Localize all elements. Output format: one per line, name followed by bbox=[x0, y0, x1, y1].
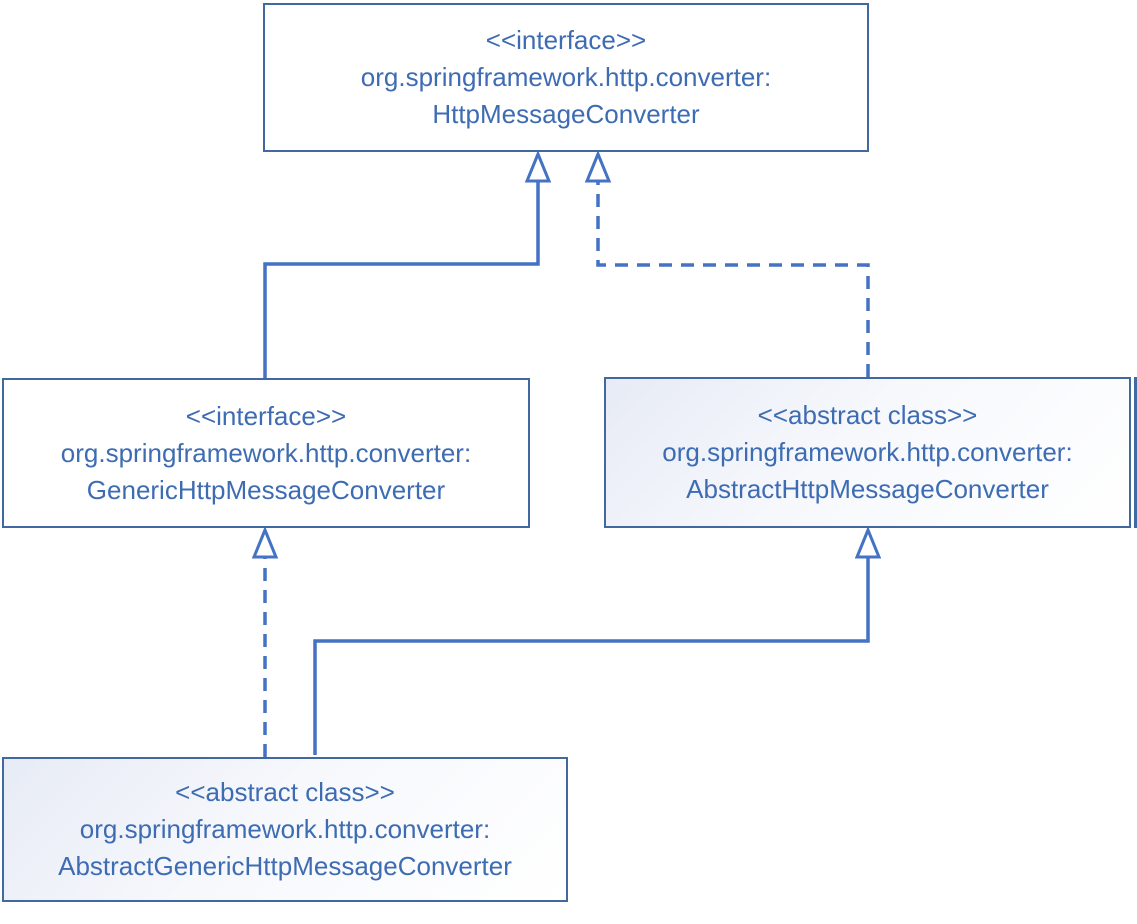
hollow-triangle-arrowhead-icon bbox=[524, 150, 552, 183]
uml-node-abstract-http-message-converter: <<abstract class>> org.springframework.h… bbox=[604, 377, 1131, 528]
hollow-triangle-arrowhead-icon bbox=[251, 526, 279, 559]
node-class-name: AbstractHttpMessageConverter bbox=[686, 474, 1049, 504]
node-class-name: HttpMessageConverter bbox=[432, 99, 700, 129]
hollow-triangle-arrowhead-icon bbox=[584, 150, 612, 183]
uml-node-abstract-generic-http-message-converter: <<abstract class>> org.springframework.h… bbox=[2, 757, 568, 902]
node-stereotype: <<abstract class>> bbox=[175, 777, 395, 807]
uml-node-generic-http-message-converter: <<interface>> org.springframework.http.c… bbox=[2, 378, 530, 528]
node-package: org.springframework.http.converter: bbox=[662, 437, 1073, 467]
edge-abstract-implements-httpmessageconverter bbox=[596, 181, 870, 377]
hollow-triangle-arrowhead-icon bbox=[854, 526, 882, 559]
node-stereotype: <<interface>> bbox=[485, 25, 647, 55]
edge-generic-extends-httpmessageconverter bbox=[263, 181, 540, 378]
node-package: org.springframework.http.converter: bbox=[79, 814, 491, 844]
node-stereotype: <<abstract class>> bbox=[757, 400, 978, 430]
node-package: org.springframework.http.converter: bbox=[60, 437, 472, 468]
node-class-name: AbstractGenericHttpMessageConverter bbox=[58, 851, 512, 881]
uml-node-http-message-converter: <<interface>> org.springframework.http.c… bbox=[263, 3, 869, 152]
clipped-box-edge bbox=[1134, 377, 1137, 528]
node-package: org.springframework.http.converter: bbox=[360, 62, 772, 92]
edge-abstractgeneric-extends-abstract bbox=[313, 557, 870, 755]
node-class-name: GenericHttpMessageConverter bbox=[86, 474, 446, 505]
node-stereotype: <<interface>> bbox=[185, 400, 347, 431]
